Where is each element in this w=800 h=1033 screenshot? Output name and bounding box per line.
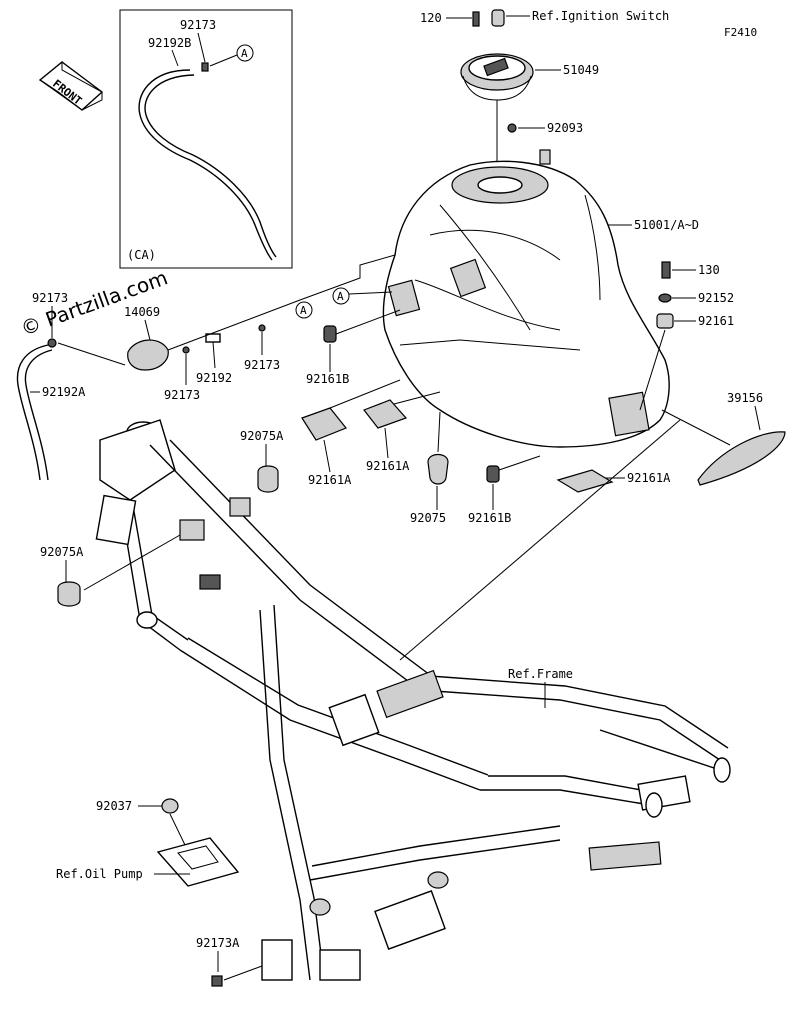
hose-92192A [16, 344, 49, 481]
label-92161: 92161 [698, 314, 734, 328]
ref-oil-pump: Ref.Oil Pump [56, 867, 143, 881]
ref-marker-A-hose-text: A [300, 304, 307, 317]
damper-92075 [427, 453, 449, 485]
label-92037: 92037 [96, 799, 132, 813]
label-39156: 39156 [727, 391, 763, 405]
label-92192B: 92192B [148, 36, 191, 50]
label-130: 130 [698, 263, 720, 277]
ref-marker-A-tank [332, 287, 350, 305]
rubber-92075A-left [57, 581, 81, 607]
clamp-92173-b [258, 324, 266, 332]
ref-marker-A-hose [295, 301, 313, 319]
label-92173-inset: 92173 [180, 18, 216, 32]
fuel-tank-51001: 51001/A~D A [332, 149, 699, 448]
right-small-parts: 130 92152 92161 39156 92161A [556, 261, 786, 493]
label-51049: 51049 [563, 63, 599, 77]
gasket-92093 [507, 123, 517, 133]
ignition-switch-stub [491, 9, 505, 27]
rubber-92075A-top [257, 465, 279, 493]
ref-marker-A-tank-text: A [337, 290, 344, 303]
label-92075A-top: 92075A [240, 429, 284, 443]
front-arrow: FRONT [38, 60, 104, 111]
oil-pump-parts: 92037 Ref.Oil Pump [56, 798, 240, 887]
bolt-120 [472, 11, 480, 27]
ref-ignition-switch: Ref.Ignition Switch [532, 9, 669, 23]
clamp-92173-a [182, 346, 190, 354]
label-92173A: 92173A [196, 936, 240, 950]
inset-box: (CA) 92173 92192B A [119, 9, 293, 269]
label-92075A-left: 92075A [40, 545, 84, 559]
damper-92161 [656, 313, 674, 329]
bolt-130 [661, 261, 671, 279]
clamp-92173A [211, 975, 223, 987]
collar-92037 [161, 798, 179, 814]
valve-14069 [127, 339, 169, 371]
label-92075: 92075 [410, 511, 446, 525]
hose-assembly: 92173 92192A 14069 92173 92192 92173 A [16, 254, 396, 481]
oil-pump-plate [156, 837, 240, 887]
frame: Ref.Frame [95, 419, 731, 981]
clamp-92173-tl [47, 338, 57, 348]
pad-92161A-mid [363, 399, 408, 429]
hose-92192B [138, 69, 273, 261]
label-120: 120 [420, 11, 442, 25]
label-14069: 14069 [124, 305, 160, 319]
label-92173-tl: 92173 [32, 291, 68, 305]
tank-mounts: 92161B 92161A 92161A 92075 92161B [301, 309, 541, 525]
damper-92161B-right [486, 465, 500, 483]
rubber-mounts: 92075A 92075A [40, 429, 284, 607]
diagram-code: F2410 [724, 26, 757, 39]
label-51001: 51001/A~D [634, 218, 699, 232]
inset-label: (CA) [127, 248, 156, 262]
label-92152: 92152 [698, 291, 734, 305]
clamp-92173A-group: 92173A [196, 936, 263, 987]
pad-92161A-left [301, 407, 347, 441]
label-92161B-left: 92161B [306, 372, 349, 386]
washer-92152 [658, 293, 672, 303]
ref-frame: Ref.Frame [508, 667, 573, 681]
label-92192A: 92192A [42, 385, 86, 399]
label-92161B-right: 92161B [468, 511, 511, 525]
ref-marker-A-inset [236, 44, 254, 62]
label-92161A-left: 92161A [308, 473, 352, 487]
label-92173-a: 92173 [164, 388, 200, 402]
clamp-92173-inset [201, 62, 209, 72]
pad-39156 [697, 431, 786, 486]
label-92173-b: 92173 [244, 358, 280, 372]
label-92093: 92093 [547, 121, 583, 135]
label-92192: 92192 [196, 371, 232, 385]
pad-92161A-right [556, 469, 614, 493]
label-92161A-right: 92161A [627, 471, 671, 485]
label-92161A-mid: 92161A [366, 459, 410, 473]
damper-92161B-left [323, 325, 337, 343]
ref-marker-A-inset-text: A [241, 47, 248, 60]
